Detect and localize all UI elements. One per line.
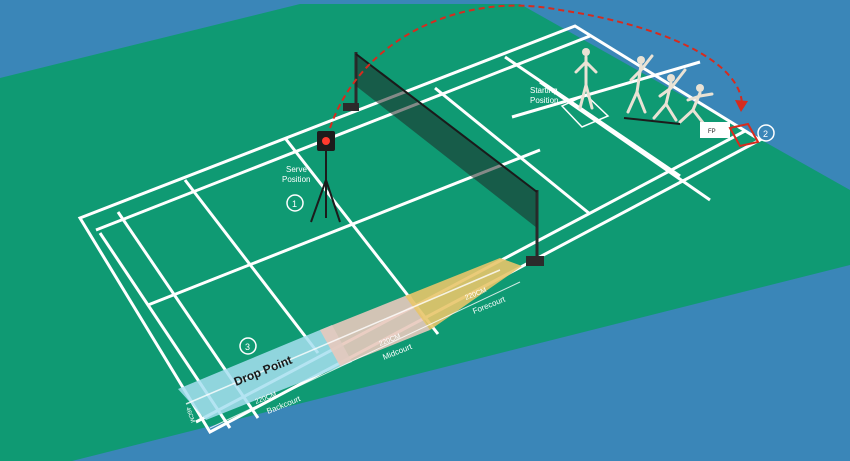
trajectory-arrowhead	[735, 100, 748, 112]
tripod-leg-left	[310, 179, 327, 223]
machine-light	[322, 137, 330, 145]
fp-label: FP	[708, 129, 716, 135]
movement-arrow	[623, 117, 681, 125]
serve-label-line2: Position	[282, 175, 310, 184]
backcourt-zone	[178, 325, 352, 420]
net-base-near	[526, 256, 544, 266]
back-service-line-right	[504, 55, 681, 178]
players	[574, 48, 714, 126]
side-line-far-inner	[95, 34, 591, 232]
net-mesh	[356, 54, 537, 228]
forecourt-zone	[405, 258, 522, 330]
player-figure-3	[652, 68, 687, 122]
center-line-right	[511, 60, 701, 119]
court-floor	[0, 4, 850, 461]
net	[343, 52, 544, 266]
short-service-line-right	[434, 86, 591, 216]
player-figure-4	[678, 84, 714, 126]
zone-center-line	[185, 269, 501, 405]
player-figure-1	[574, 48, 598, 110]
marker-2-circle	[757, 124, 775, 142]
marker-3-label: 3	[245, 342, 250, 352]
marker-1-circle	[286, 194, 304, 212]
tripod-leg-right	[325, 179, 341, 223]
shuttle-trajectory	[329, 4, 743, 129]
far-service-line	[539, 80, 711, 202]
player-figure-2	[626, 54, 654, 114]
shuttle-machine	[310, 131, 341, 223]
net-base-far	[343, 103, 359, 111]
net-top	[355, 53, 538, 193]
court-boundary	[77, 24, 764, 434]
marker-1-label: 1	[292, 199, 297, 209]
fp-box	[700, 122, 730, 138]
center-line-left-a	[183, 179, 320, 354]
marker-3-circle	[239, 337, 257, 355]
marker-2-label: 2	[763, 129, 768, 139]
starting-label-line2: Position	[530, 96, 558, 105]
width-size-label: 46CM	[184, 407, 195, 424]
starting-label-line1: Starting	[530, 86, 558, 95]
target-box	[728, 122, 760, 148]
serve-label-line1: Serve	[286, 165, 307, 174]
starting-position-box	[560, 94, 610, 128]
dimension-line	[209, 281, 521, 429]
